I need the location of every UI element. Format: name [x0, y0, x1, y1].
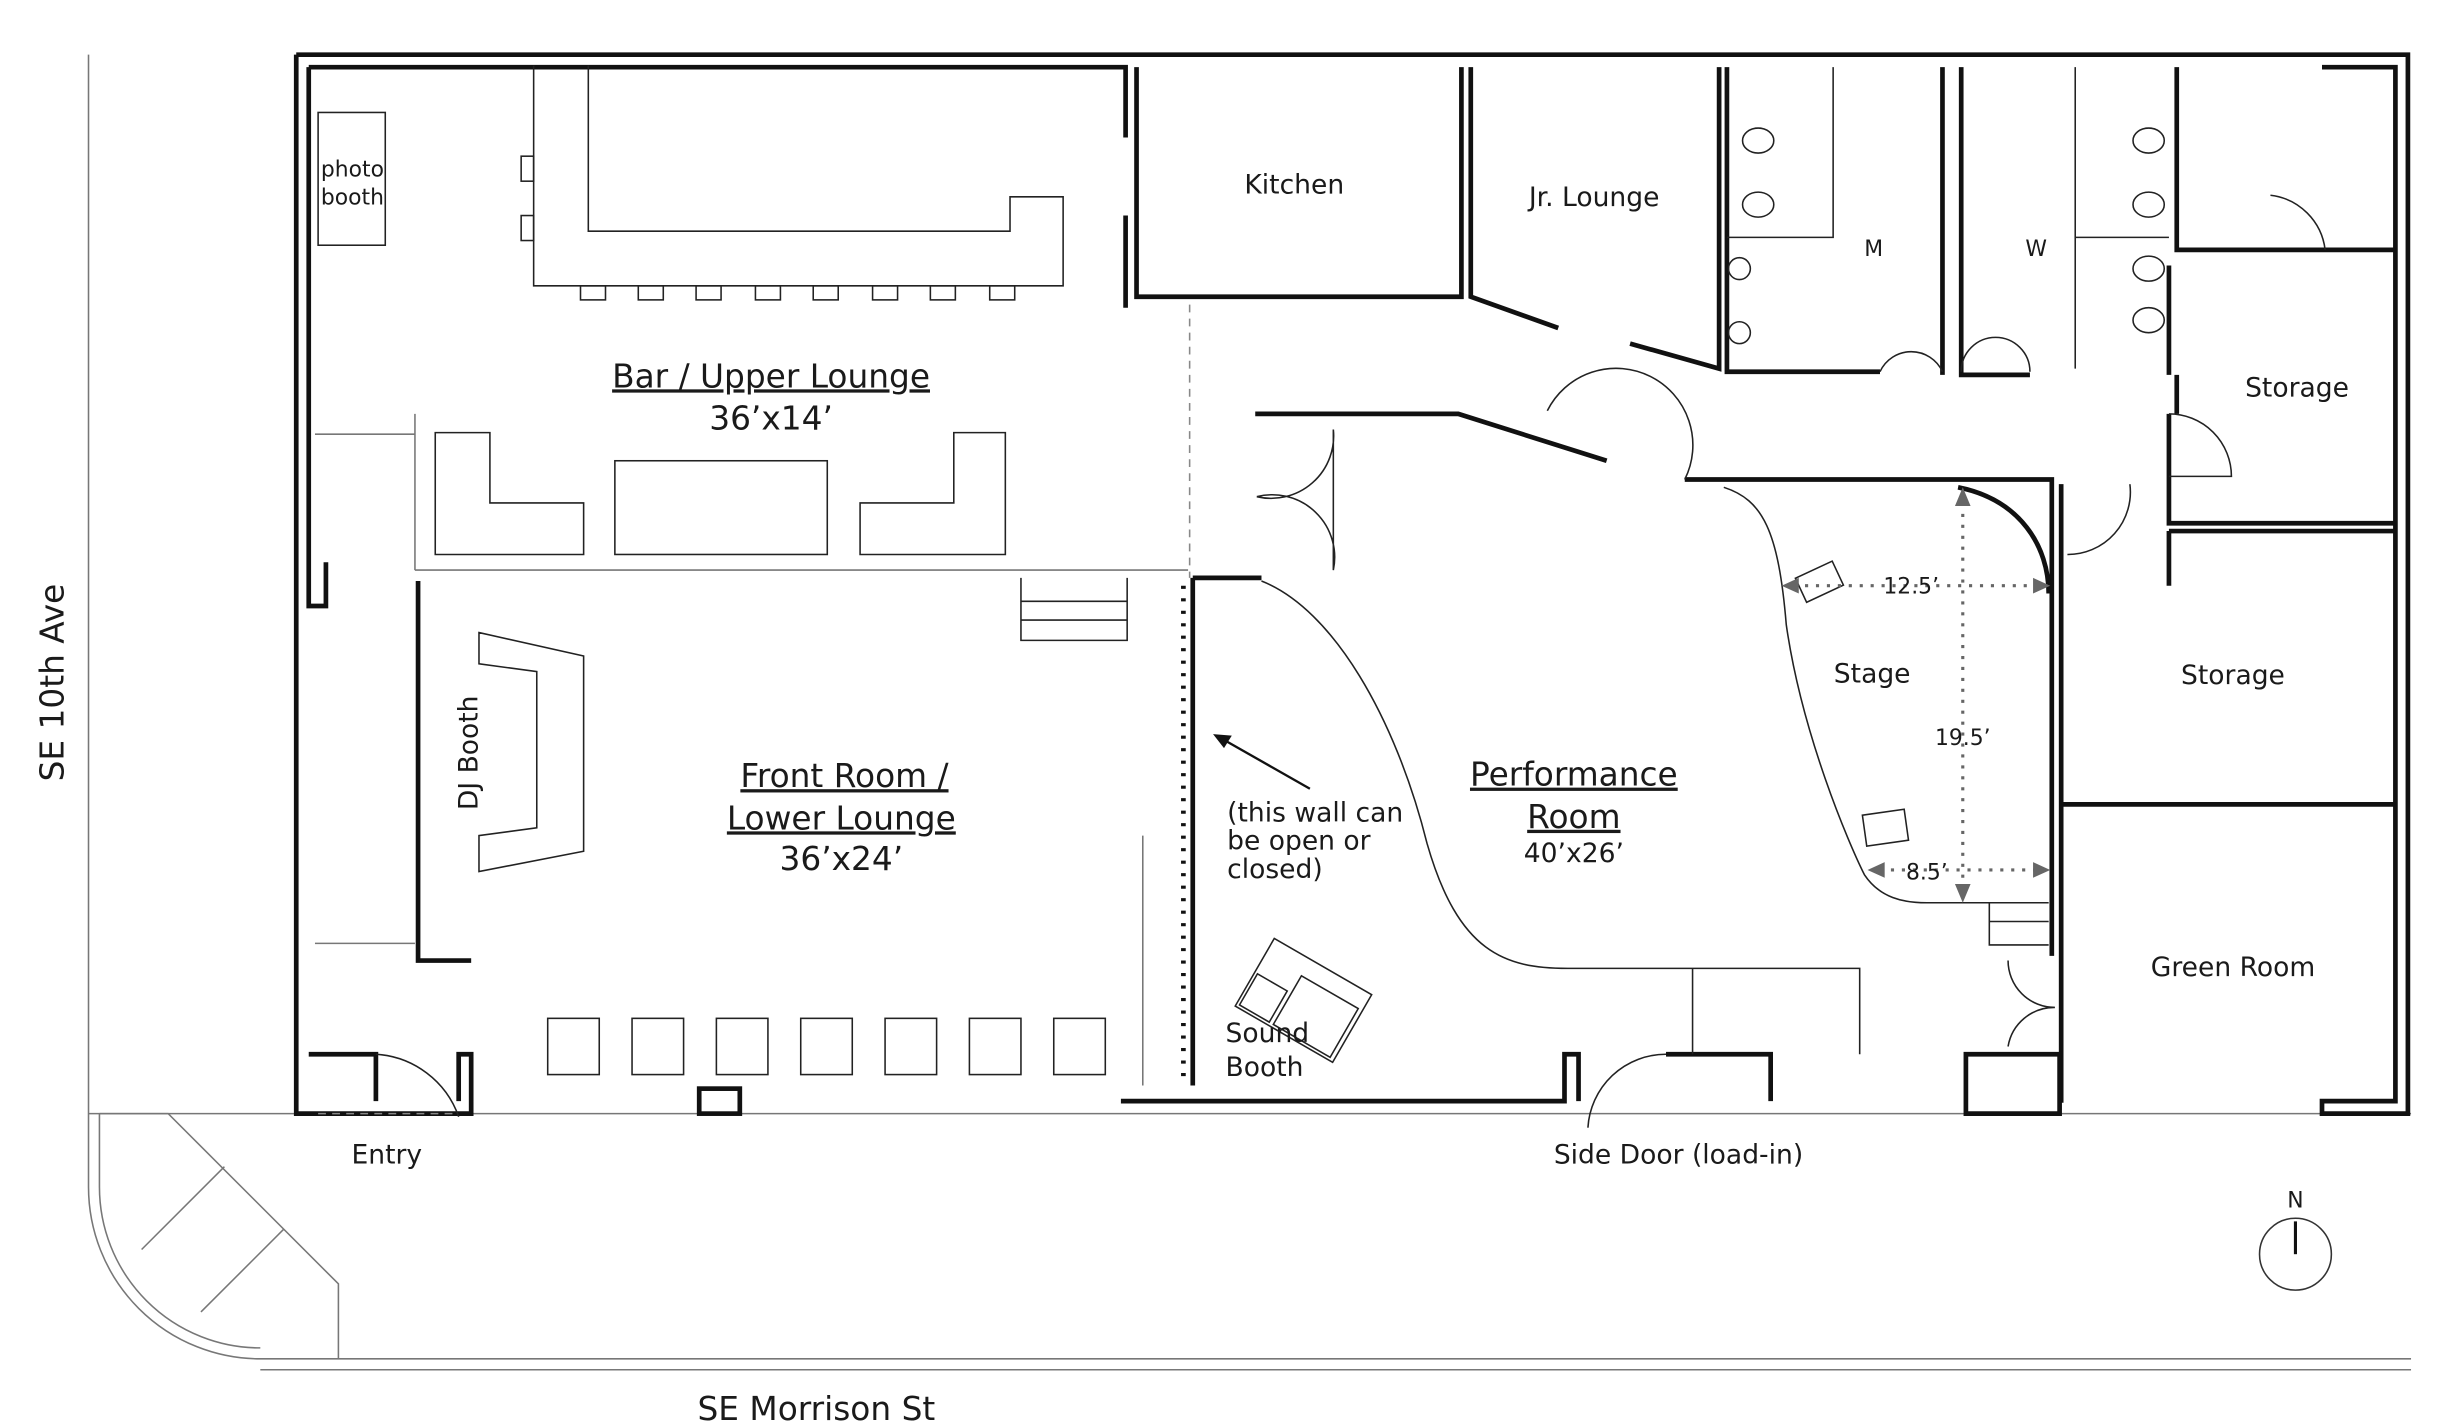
photo-booth-label-2: booth [321, 186, 384, 211]
fixtures [314, 65, 2326, 1128]
green-room-label: Green Room [2151, 952, 2315, 983]
jr-lounge-label: Jr. Lounge [1527, 182, 1660, 213]
street-west-label: SE 10th Ave [34, 584, 72, 782]
wall-note-line-1: (this wall can [1227, 798, 1403, 829]
bar-title: Bar / Upper Lounge [612, 357, 930, 395]
kitchen-label: Kitchen [1244, 170, 1344, 201]
bar-size: 36’x14’ [709, 400, 833, 438]
stage-label: Stage [1834, 659, 1911, 690]
side-door-label: Side Door (load-in) [1554, 1140, 1803, 1171]
sound-booth-label: Sound [1226, 1018, 1310, 1049]
stage-width-top: 12.5’ [1883, 575, 1939, 600]
performance-size: 40’x26’ [1524, 838, 1624, 869]
front-room-title: Front Room / [740, 757, 949, 795]
wall-note-line-3: closed) [1227, 854, 1323, 885]
front-room-title-2: Lower Lounge [727, 799, 956, 837]
north-label: N [2287, 1188, 2303, 1213]
performance-title: Performance [1470, 756, 1678, 794]
street-south-label: SE Morrison St [697, 1390, 935, 1426]
storage-middle-label: Storage [2181, 660, 2285, 691]
mens-restroom-label: M [1864, 237, 1883, 262]
storage-upper-label: Storage [2245, 373, 2349, 404]
entry-label: Entry [352, 1140, 423, 1171]
stage-depth: 19.5’ [1935, 726, 1991, 751]
north-arrow: N [2258, 1188, 2333, 1291]
wall-note-line-2: be open or [1227, 826, 1371, 857]
sound-booth-label-2: Booth [1226, 1052, 1304, 1083]
dj-booth-label: DJ Booth [453, 696, 484, 811]
womens-restroom-label: W [2025, 237, 2047, 262]
exterior-walls [293, 52, 2411, 1116]
stage-width-bottom: 8.5’ [1906, 860, 1948, 885]
photo-booth-label: photo [321, 157, 384, 182]
stage-dimensions [1781, 487, 2051, 903]
performance-title-2: Room [1527, 798, 1620, 836]
front-room-size: 36’x24’ [780, 840, 904, 878]
